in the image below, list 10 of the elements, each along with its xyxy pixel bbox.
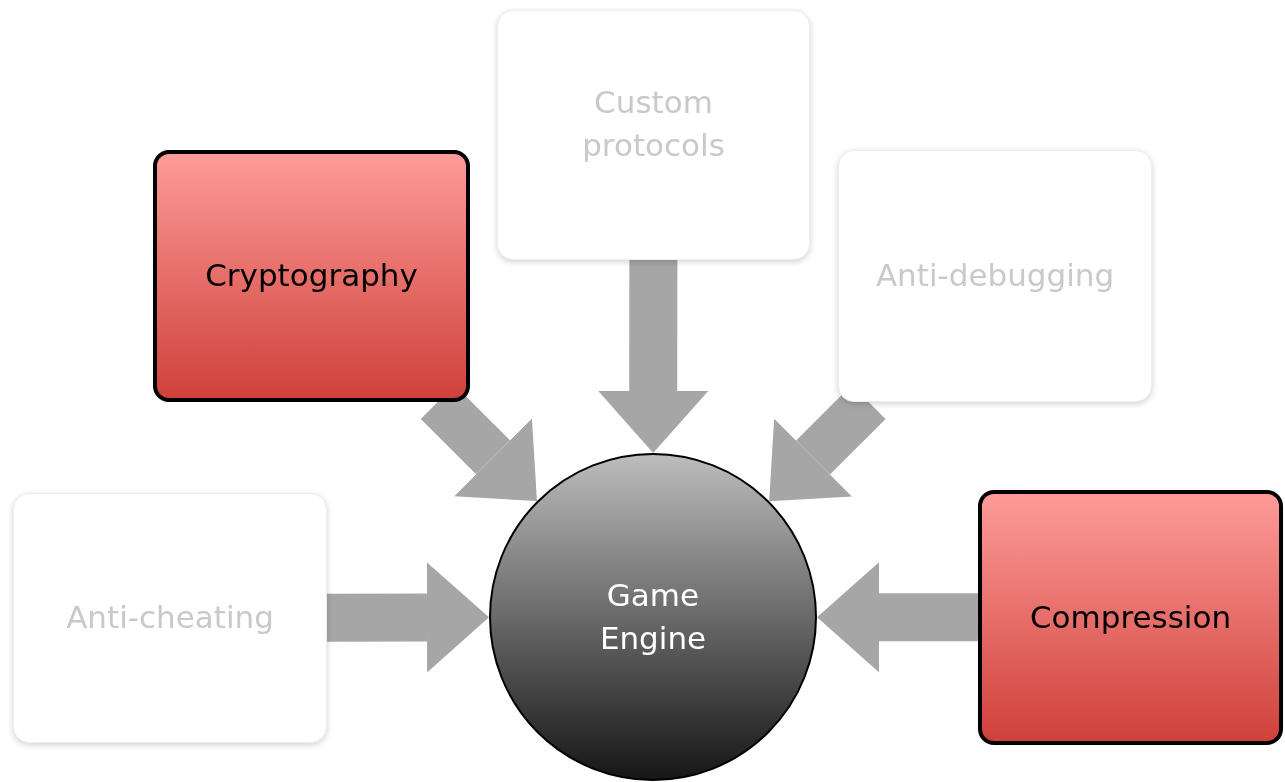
block-arrow	[327, 562, 489, 673]
topic-box	[978, 490, 1283, 745]
node-label: Compression	[1029, 597, 1232, 637]
topic-box	[13, 493, 327, 743]
topic-box	[497, 10, 810, 260]
block-arrow	[598, 260, 709, 453]
node-label: Cryptography	[205, 256, 418, 296]
topic-box	[153, 150, 470, 402]
topic-box	[838, 150, 1152, 402]
node-label: Game Engine	[598, 575, 708, 658]
